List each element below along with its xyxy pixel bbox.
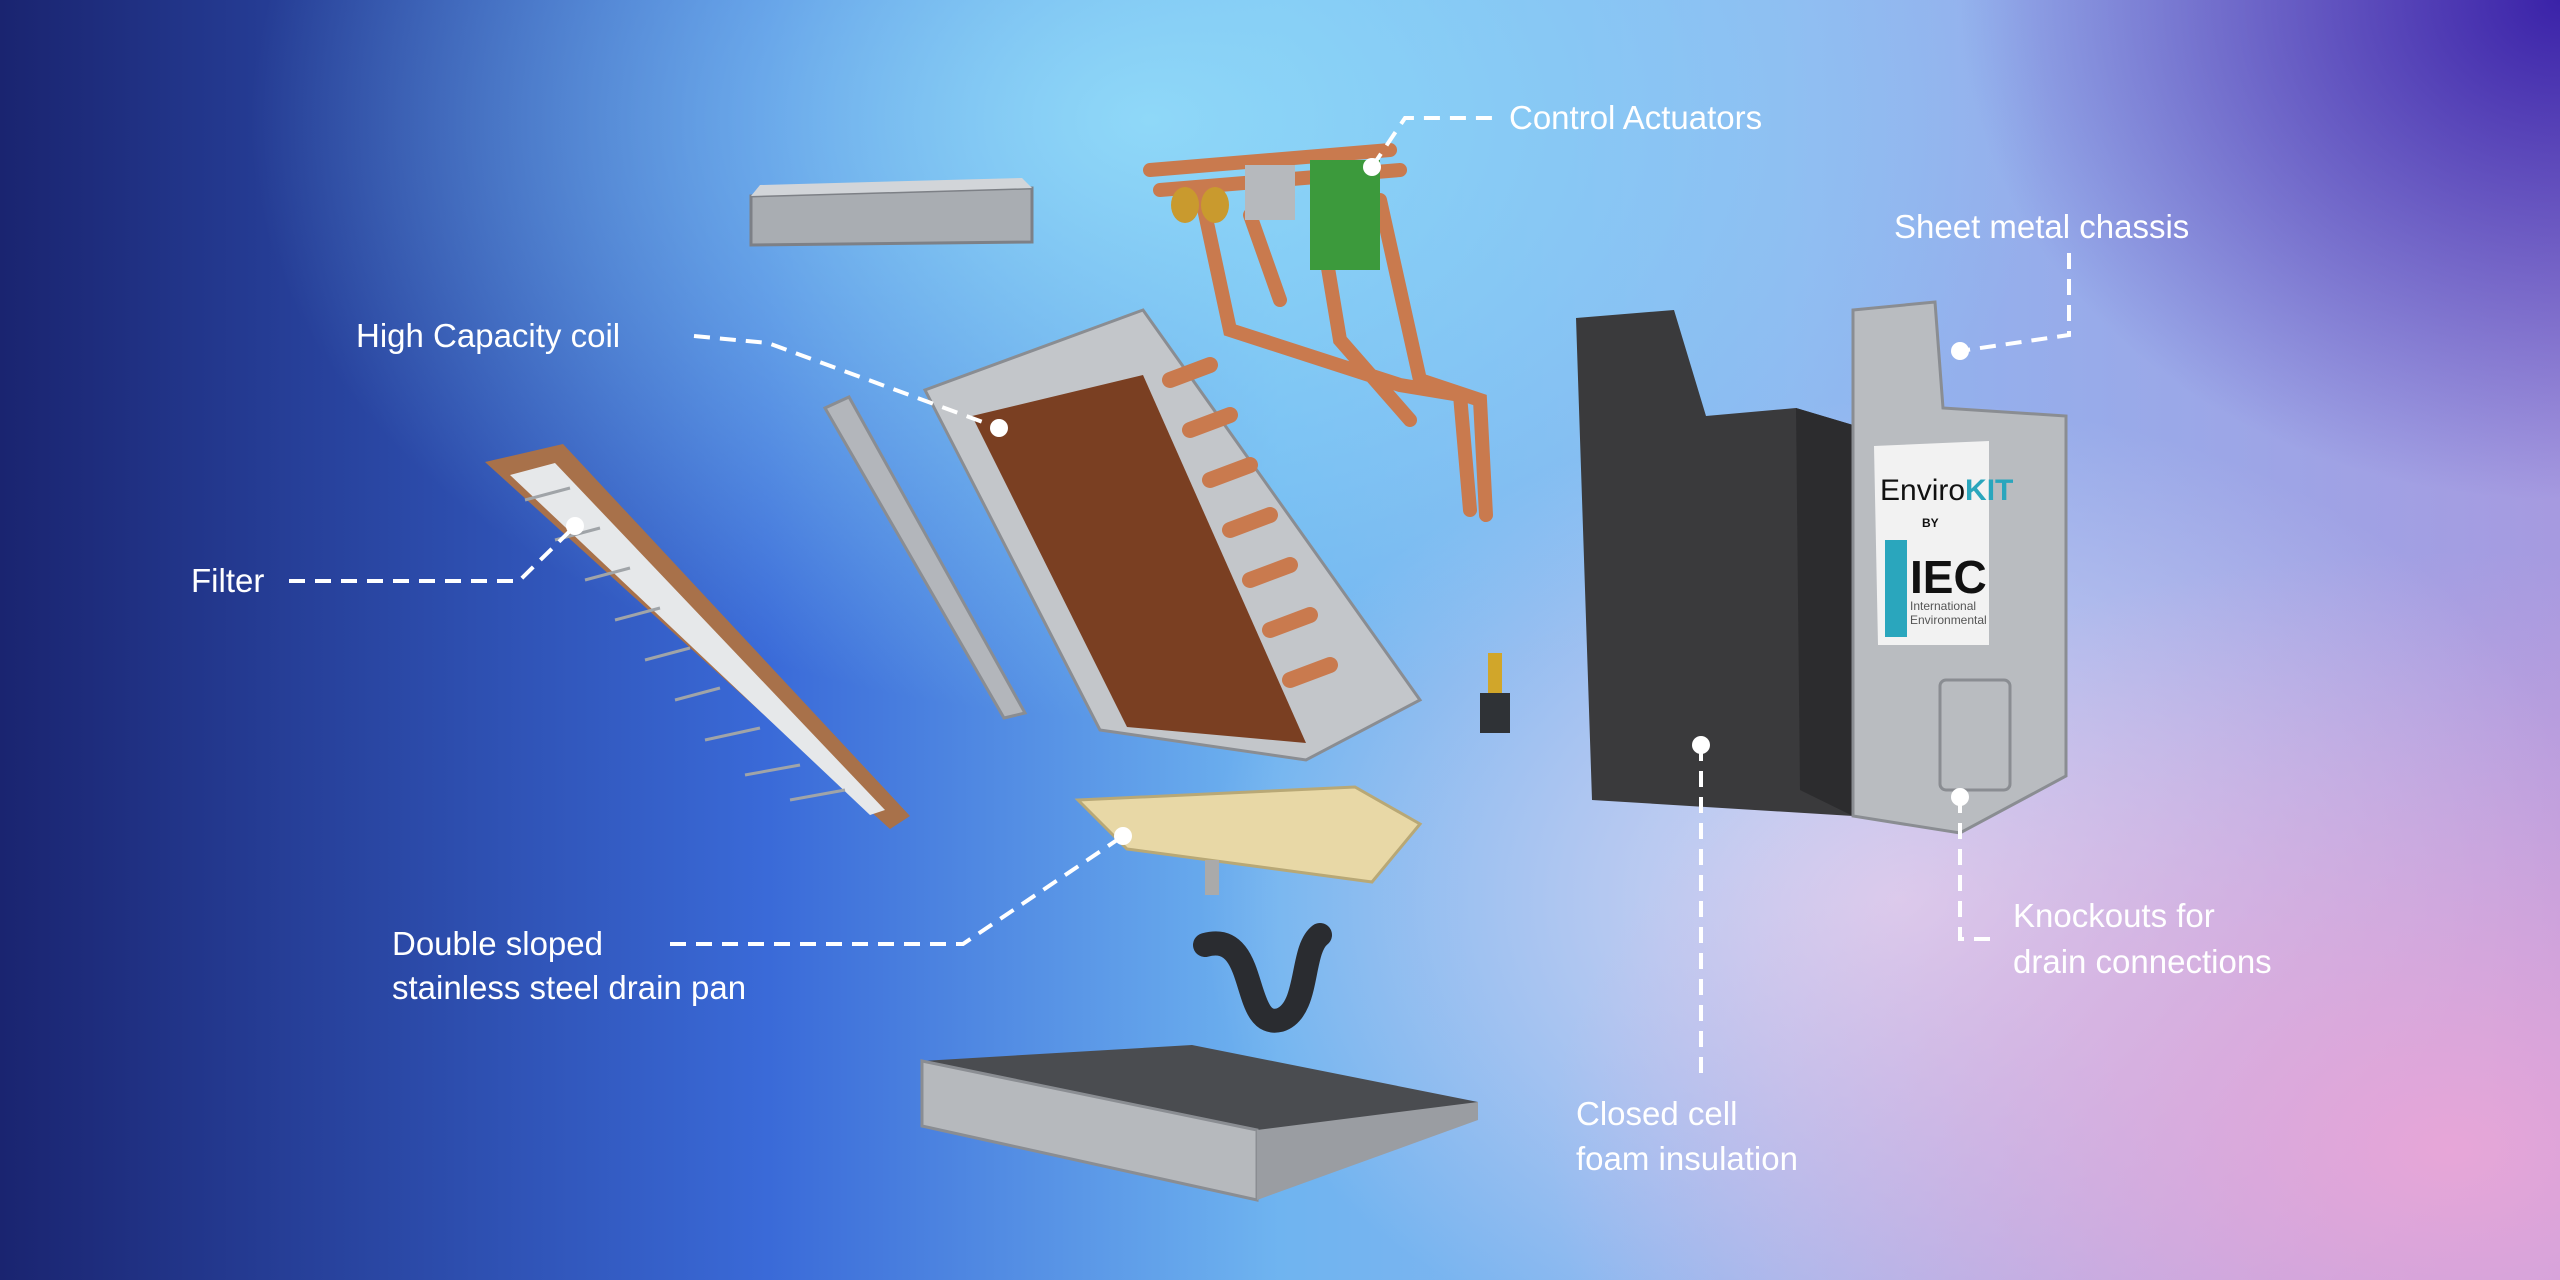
label-filter: Filter: [191, 562, 264, 599]
callout-lines: [289, 116, 2071, 1078]
logo-building-icon: [1885, 540, 1907, 637]
label-foam-1: Closed cell: [1576, 1095, 1737, 1132]
bottom-plate: [920, 1045, 1478, 1202]
label-drain-pan-2: stainless steel drain pan: [392, 969, 746, 1006]
label-sheet-metal-chassis: Sheet metal chassis: [1894, 208, 2189, 245]
label-knockouts-2: drain connections: [2013, 943, 2272, 980]
label-knockouts-1: Knockouts for: [2013, 897, 2215, 934]
p-trap: [1193, 923, 1332, 1033]
control-actuators: [1143, 143, 1493, 522]
logo-label: EnviroKIT BY IEC International Environme…: [1874, 441, 2013, 645]
logo-by: BY: [1922, 516, 1939, 530]
label-drain-pan-1: Double sloped: [392, 925, 603, 962]
label-control-actuators: Control Actuators: [1509, 99, 1762, 136]
filter: [485, 444, 910, 829]
top-bracket: [749, 178, 1034, 247]
logo-sub2: Environmental: [1910, 613, 1987, 627]
sheet-metal-chassis: EnviroKIT BY IEC International Environme…: [1576, 300, 2068, 835]
logo-sub1: International: [1910, 599, 1976, 613]
logo-brand-b: KIT: [1965, 474, 2013, 507]
logo-brand-a: Enviro: [1880, 474, 1965, 507]
foam-insulation: [1576, 310, 1853, 816]
side-panel: [822, 395, 1028, 720]
label-foam-2: foam insulation: [1576, 1140, 1798, 1177]
logo-company: IEC: [1910, 551, 1987, 603]
high-capacity-coil: [922, 308, 1423, 762]
svg-text:EnviroKIT: EnviroKIT: [1880, 474, 2013, 507]
label-high-capacity-coil: High Capacity coil: [356, 317, 620, 354]
valve: [1480, 653, 1510, 733]
